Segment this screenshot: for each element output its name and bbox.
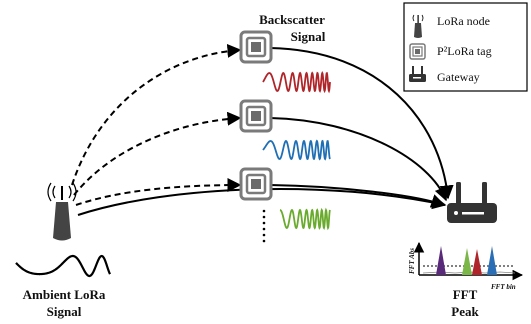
fft-x-axis-label: FFT bin xyxy=(491,283,516,291)
ambient-lora-wave xyxy=(15,254,111,278)
fft-y-axis-label: FFT Abs xyxy=(408,248,416,274)
legend-label-p2lora-tag: P²LoRa tag xyxy=(437,44,492,58)
backscatter-chirp-blue xyxy=(262,139,331,161)
fft-plot: FFT Abs FFT bin xyxy=(408,241,524,291)
fft-title-line2: Peak xyxy=(451,304,479,319)
arc-tag-3-to-gateway xyxy=(269,184,446,208)
backscatter-chirp-green xyxy=(279,207,331,231)
legend-gateway-icon xyxy=(409,66,426,82)
ambient-title-line1: Ambient LoRa xyxy=(23,287,106,302)
legend-label-lora-node: LoRa node xyxy=(437,14,490,28)
legend-p2lora-tag-icon xyxy=(409,43,426,60)
fft-peak-blue xyxy=(487,246,497,275)
arc-tag-1-to-gateway xyxy=(269,47,454,200)
fft-peak-red xyxy=(472,249,482,275)
backscatter-chirp-red xyxy=(262,70,331,94)
ellipsis-dots xyxy=(262,209,266,243)
gateway-icon xyxy=(447,182,497,223)
p2lora-tag-icon xyxy=(239,167,273,201)
legend-label-gateway: Gateway xyxy=(437,70,480,84)
p2lora-tag-icon xyxy=(239,99,273,133)
backscatter-title-line1: Backscatter xyxy=(259,12,325,27)
p2lora-tag-icon xyxy=(239,30,273,64)
legend-lora-node-icon xyxy=(412,14,424,38)
dashed-arrow-to-tag-2 xyxy=(73,111,242,196)
fft-peak-purple xyxy=(436,246,446,275)
dashed-arrow-to-tag-3 xyxy=(75,178,242,206)
arc-tag-2-to-gateway xyxy=(269,117,448,202)
legend-box: LoRa node P²LoRa tag Gateway xyxy=(403,2,528,92)
ambient-title-line2: Signal xyxy=(47,304,82,319)
dashed-arrow-to-tag-1 xyxy=(71,43,242,186)
fft-title-line1: FFT xyxy=(453,287,478,302)
lora-node-icon xyxy=(47,182,77,241)
backscatter-title-line2: Signal xyxy=(291,29,326,44)
fft-peak-green xyxy=(462,248,472,275)
